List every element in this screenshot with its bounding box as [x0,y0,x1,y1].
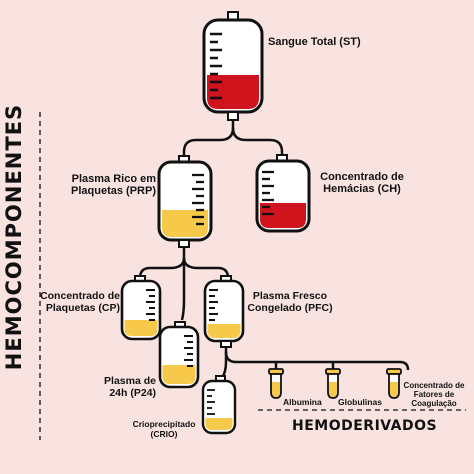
tube-prp-pfc [182,257,230,279]
tube-pfc-crio [220,345,228,379]
tube-st-prp [182,118,235,160]
bag-p24 [158,321,200,389]
bag-st [202,11,264,121]
label-fatores-line3: Coagulação [411,399,457,408]
label-globulinas: Globulinas [338,397,382,408]
label-pfc-line1: Plasma Fresco [252,290,328,302]
label-st: Sangue Total (ST) [268,36,361,48]
label-cp: Concentrado de Plaquetas (CP) [34,290,120,314]
label-ch-line1: Concentrado de [320,171,404,183]
bag-ch [255,154,311,233]
label-ch-line2: Hemácias (CH) [323,183,401,195]
label-crio-line2: (CRIO) [150,428,178,439]
label-globulinas-text: Globulinas [338,397,382,407]
hemoderivados-title: HEMODERIVADOS [292,418,438,434]
label-ch: Concentrado de Hemácias (CH) [310,171,414,195]
hemocomponentes-title: HEMOCOMPONENTES [2,103,26,371]
label-prp: Plasma Rico em Plaquetas (PRP) [64,173,156,197]
tube-st-ch [231,127,284,158]
label-albumina: Albumina [283,397,322,408]
tube-globulinas [325,368,341,399]
tube-pfc-derivados [224,351,410,371]
tube-prp-p24 [180,258,186,321]
bag-cp [120,275,162,341]
label-p24: Plasma de 24h (P24) [96,375,156,399]
bag-pfc [203,275,245,348]
label-crio-line1: Crioprecipitado [132,419,196,429]
label-prp-line1: Plasma Rico em [71,173,156,185]
label-st-text: Sangue Total (ST) [268,36,361,48]
label-prp-line2: Plaquetas (PRP) [71,185,156,197]
bag-prp [157,155,213,248]
tube-prp-cp [138,244,186,279]
label-fatores-line2: Fatores de [413,390,455,399]
label-albumina-text: Albumina [283,397,322,407]
connecting-tubes [138,118,410,379]
label-cp-line2: Plaquetas (CP) [45,302,120,314]
bag-crio [201,375,237,435]
label-p24-line1: Plasma de [104,375,156,387]
label-fatores: Concentrado de Fatores de Coagulação [398,381,470,408]
label-p24-line2: 24h (P24) [109,387,156,399]
label-pfc-line2: Congelado (PFC) [247,302,333,314]
label-crio: Crioprecipitado (CRIO) [126,419,202,439]
label-cp-line1: Concentrado de [40,290,120,302]
tube-fatores [386,368,402,399]
tube-albumina [268,368,284,399]
label-pfc: Plasma Fresco Congelado (PFC) [244,290,336,314]
label-fatores-line1: Concentrado de [403,381,465,390]
